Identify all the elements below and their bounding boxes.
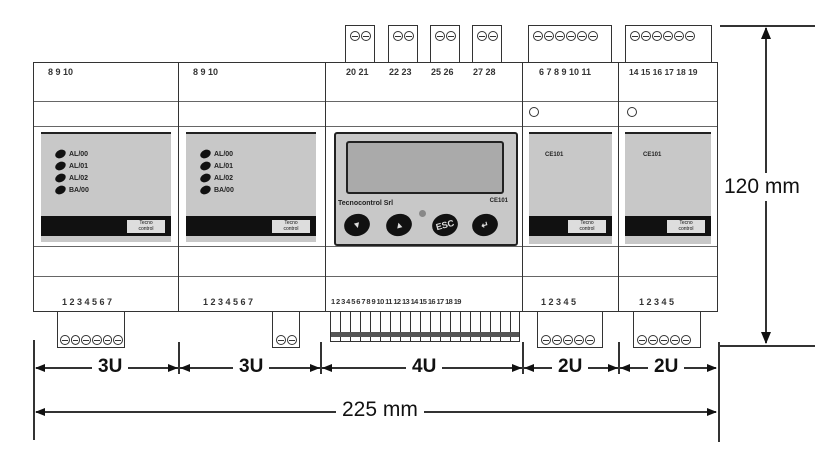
bottom-terminal-1-5 <box>537 311 603 348</box>
width-label-module-4: 2U <box>552 356 589 378</box>
width-label-module-1: 3U <box>92 356 129 378</box>
width-label-module-3: 4U <box>406 356 443 378</box>
lcd-display <box>346 141 504 194</box>
down-button[interactable]: ▼ <box>341 211 373 239</box>
led-al00: AL/00 <box>198 148 234 160</box>
top-terminal-numbers: 14 15 16 17 18 19 <box>629 67 698 77</box>
width-label-module-5: 2U <box>648 356 685 378</box>
height-label: 120 mm <box>722 173 802 201</box>
top-terminal-numbers-25-26: 25 26 <box>431 67 454 77</box>
esc-button[interactable]: ESC <box>429 211 461 239</box>
top-terminal-27-28 <box>472 25 502 63</box>
led-al01: AL/01 <box>198 160 234 172</box>
top-terminal-numbers: 8 9 10 <box>48 67 74 77</box>
bottom-terminal-numbers: 1 2 3 4 5 6 7 8 9 10 11 12 13 14 15 16 1… <box>331 297 461 306</box>
model-text: CE101 <box>489 198 508 204</box>
led-ba00: BA/00 <box>198 184 234 196</box>
top-terminal-numbers-22-23: 22 23 <box>389 67 412 77</box>
model-text: CE101 <box>545 152 564 158</box>
controller-module: 20 21 22 23 25 26 27 28 Tecnocontrol Srl… <box>325 62 523 312</box>
brand-text: Tecnocontrol Srl <box>338 200 394 207</box>
top-terminal-numbers: 8 9 10 <box>193 67 219 77</box>
up-button[interactable]: ▲ <box>383 211 415 239</box>
top-terminal-20-21 <box>345 25 375 63</box>
top-terminal-6-11 <box>528 25 612 63</box>
status-led <box>419 210 426 217</box>
bottom-terminal-6-7 <box>272 311 300 348</box>
led-al00: AL/00 <box>53 148 89 160</box>
top-terminal-14-19 <box>625 25 712 63</box>
indicator-circle <box>627 107 637 117</box>
top-terminal-numbers-27-28: 27 28 <box>473 67 496 77</box>
width-label-module-2: 3U <box>233 356 270 378</box>
total-width-label: 225 mm <box>336 398 424 422</box>
enter-button[interactable]: ↵ <box>469 211 501 239</box>
top-terminal-22-23 <box>388 25 418 63</box>
top-terminal-numbers: 6 7 8 9 10 11 <box>539 67 592 77</box>
model-text: CE101 <box>643 152 662 158</box>
led-ba00: BA/00 <box>53 184 89 196</box>
led-al02: AL/02 <box>53 172 89 184</box>
bottom-terminal-1-5 <box>633 311 701 348</box>
led-al02: AL/02 <box>198 172 234 184</box>
bottom-terminal-1-7 <box>57 311 125 348</box>
top-terminal-numbers-20-21: 20 21 <box>346 67 369 77</box>
bottom-terminal-numbers: 1 2 3 4 5 <box>639 297 675 307</box>
top-terminal-25-26 <box>430 25 460 63</box>
bottom-terminal-numbers: 1 2 3 4 5 6 7 <box>62 297 113 307</box>
front-panel: Tecnocontrol Srl CE101 ▼ ▲ ESC ↵ <box>334 132 518 246</box>
bottom-terminal-numbers: 1 2 3 4 5 6 7 <box>203 297 254 307</box>
bottom-terminal-numbers: 1 2 3 4 5 <box>541 297 577 307</box>
led-al01: AL/01 <box>53 160 89 172</box>
indicator-circle <box>529 107 539 117</box>
bottom-terminal-1-19 <box>330 311 520 342</box>
